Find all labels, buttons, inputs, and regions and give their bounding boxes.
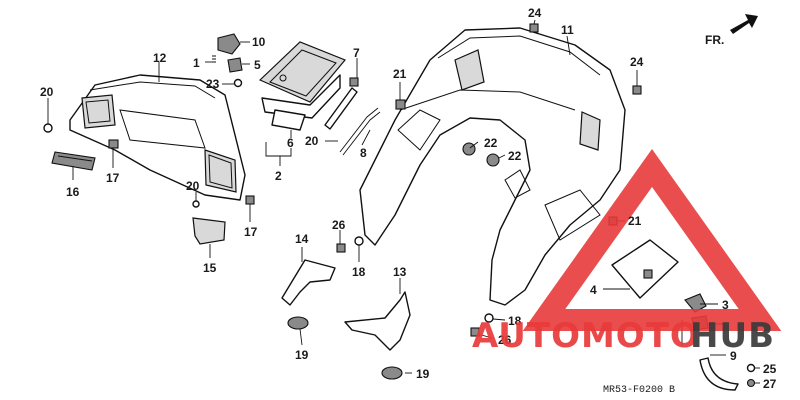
front-arrow-icon: FR.	[705, 14, 758, 47]
callout-1: 1	[193, 56, 200, 70]
callout-27: 27	[763, 377, 777, 391]
callout-19-a: 19	[295, 348, 309, 362]
part-13-cover	[344, 291, 411, 351]
part-15-trim	[192, 217, 226, 245]
screws-center	[336, 236, 494, 337]
callout-6: 6	[287, 136, 294, 150]
part-7-rod	[324, 77, 381, 156]
leader-lines	[47, 19, 760, 384]
callout-5: 5	[254, 58, 261, 72]
callout-2: 2	[275, 169, 282, 183]
callout-25: 25	[763, 362, 777, 376]
callout-23: 23	[206, 77, 220, 91]
callout-21-b: 21	[628, 214, 642, 228]
callout-17-b: 17	[244, 225, 258, 239]
callout-3: 3	[722, 298, 729, 312]
callout-11: 11	[561, 23, 574, 37]
callout-10: 10	[252, 35, 266, 49]
callout-9: 9	[730, 349, 737, 363]
callout-19-b: 19	[416, 367, 430, 381]
part-11-main-cowl	[359, 27, 626, 306]
callout-numbers: 1 2 3 4 5 6 7 8 9 10 11 12 13 14 15 16 1…	[40, 6, 777, 391]
callout-18-b: 18	[508, 314, 522, 328]
callout-16: 16	[66, 185, 80, 199]
callout-14: 14	[295, 232, 309, 246]
part-6-lid	[258, 41, 346, 131]
callout-4: 4	[590, 283, 597, 297]
watermark-logo	[522, 149, 782, 331]
part-4-panel	[611, 239, 679, 299]
part-12-upper-panel	[69, 74, 246, 201]
drawing-code: MR53-F0200 B	[603, 385, 675, 396]
callout-15: 15	[203, 261, 217, 275]
part-16-reflector	[51, 151, 96, 171]
callout-24-b: 24	[630, 55, 644, 69]
part-14-cover	[281, 259, 336, 306]
part-9-bracket	[699, 357, 756, 391]
part-10-clip	[212, 33, 243, 88]
callout-18-a: 18	[352, 265, 366, 279]
callout-12: 12	[153, 51, 167, 65]
callout-22-b: 22	[508, 149, 522, 163]
callout-7: 7	[353, 46, 360, 60]
warning-triangle-icon	[522, 149, 782, 331]
watermark-brand-red: AUTOMOTO	[472, 316, 700, 356]
watermark-brand-dark: HUB	[690, 316, 775, 356]
callout-13: 13	[393, 265, 407, 279]
callout-26-b: 26	[498, 333, 512, 347]
callout-26-a: 26	[332, 218, 346, 232]
direction-label: FR.	[705, 33, 724, 47]
callout-20-c: 20	[305, 134, 319, 148]
callout-24-a: 24	[528, 6, 542, 20]
callout-17-a: 17	[106, 171, 120, 185]
callout-21-a: 21	[393, 67, 407, 81]
watermark-text: AUTOMOTO HUB	[472, 316, 775, 356]
part-19-grommets	[287, 316, 403, 380]
callout-20-a: 20	[40, 85, 54, 99]
callout-8: 8	[360, 146, 367, 160]
callout-20-b: 20	[186, 179, 200, 193]
fasteners-left	[43, 123, 255, 208]
callout-22-a: 22	[484, 136, 498, 150]
